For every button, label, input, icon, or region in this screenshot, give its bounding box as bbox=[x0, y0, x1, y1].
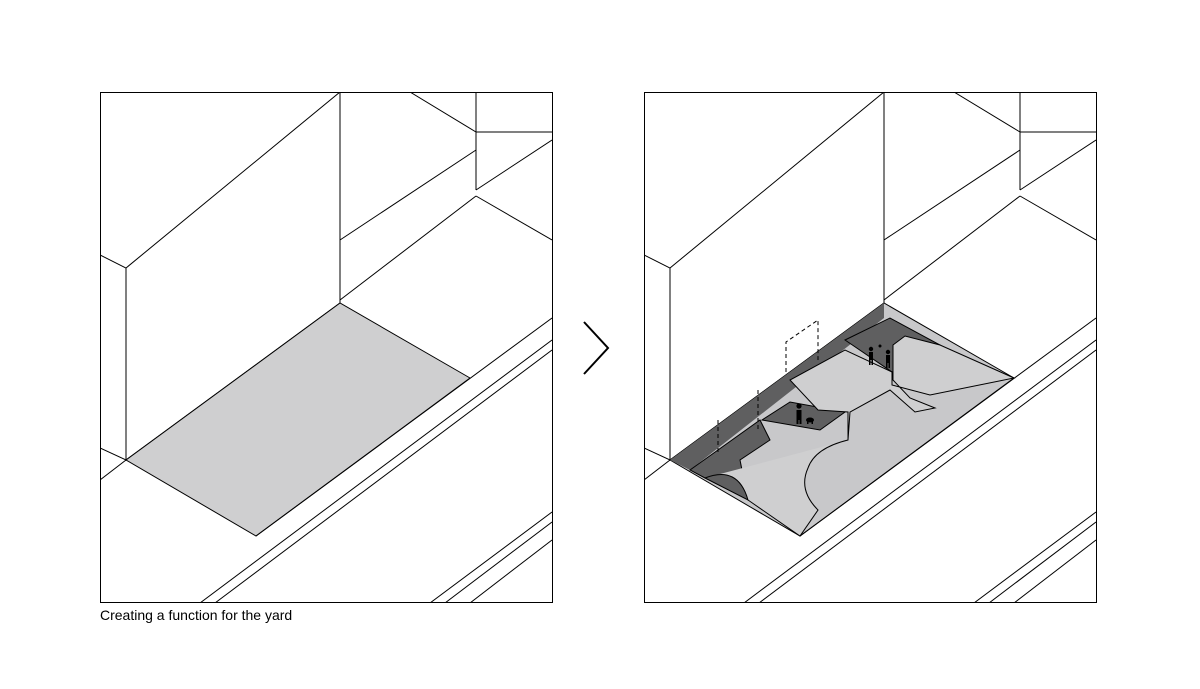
panel-after bbox=[644, 92, 1096, 603]
panel-before bbox=[100, 92, 552, 603]
diagram-caption: Creating a function for the yard bbox=[100, 607, 293, 623]
main-building bbox=[100, 92, 341, 461]
street-lines bbox=[100, 317, 552, 603]
street-lines bbox=[644, 317, 1096, 603]
person-with-dog-icon bbox=[796, 403, 814, 424]
panel-after-frame bbox=[644, 92, 1097, 603]
sunken-wall-strip bbox=[670, 303, 884, 470]
background-buildings bbox=[339, 92, 552, 301]
dashed-structures bbox=[717, 319, 819, 455]
walkway-path bbox=[704, 335, 1016, 537]
background-buildings bbox=[883, 92, 1096, 301]
children-playing-icon bbox=[868, 344, 891, 368]
panel-before-frame bbox=[100, 92, 553, 603]
chevron-right-icon bbox=[583, 321, 610, 375]
